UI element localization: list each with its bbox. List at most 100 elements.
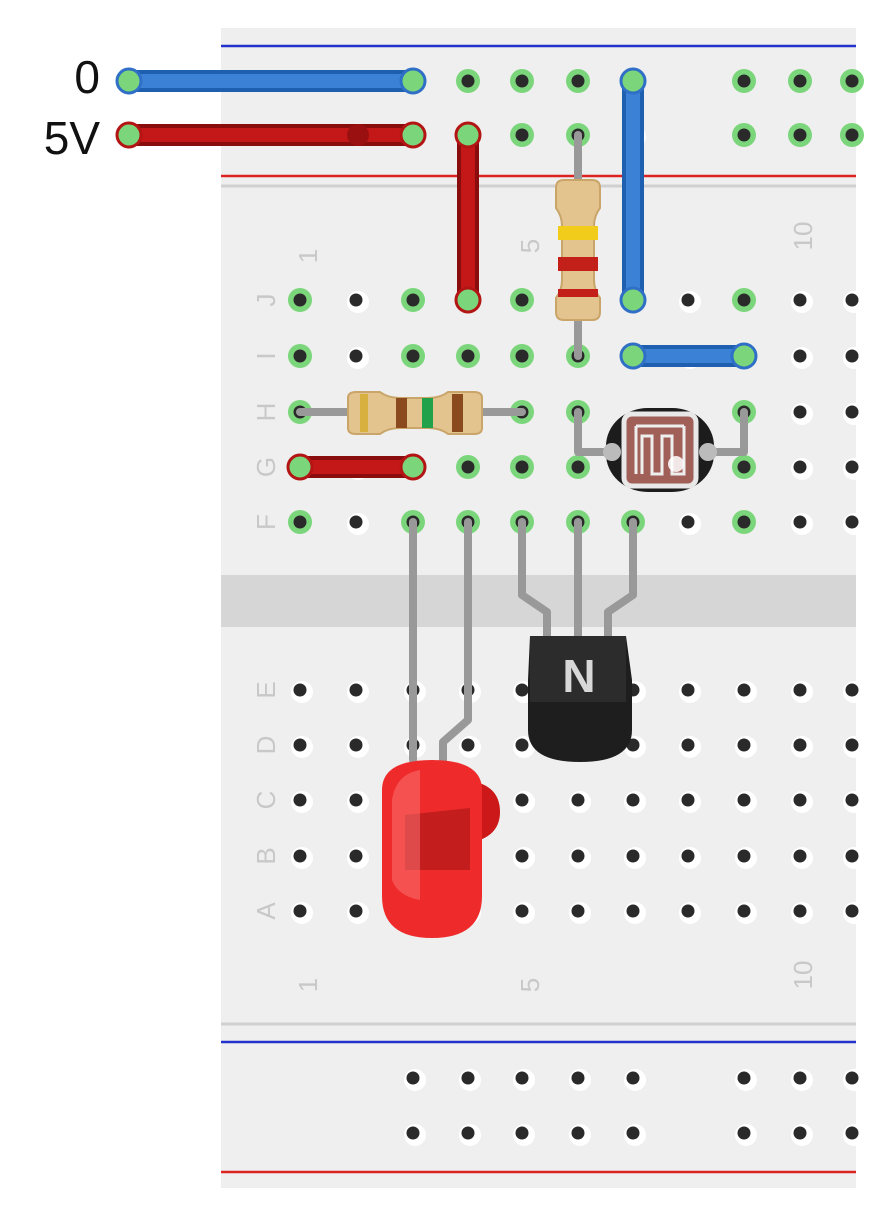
rail-hole [735,1124,757,1146]
resistor-1 [347,391,483,435]
breadboard-hole [347,791,369,813]
breadboard-hole [843,513,865,535]
breadboard-hole [347,513,369,535]
vcc-wire-end-left [115,121,143,149]
resistor-2-band-2 [558,257,598,271]
breadboard-hole [679,291,701,313]
breadboard-hole [513,736,535,758]
led-lead-2 [439,518,472,764]
breadboard-hole [513,791,535,813]
breadboard-hole [347,902,369,924]
photoresistor [603,408,717,492]
breadboard-hole [679,681,701,703]
breadboard-hole [843,681,865,703]
column-number-5-top: 5 [515,239,545,253]
breadboard-hole [735,902,757,924]
breadboard-hole [735,736,757,758]
breadboard-hole [401,344,425,368]
rail-hole [788,69,812,93]
ground-jumper-end-top [619,67,647,95]
breadboard-hole [566,455,590,479]
rail-hole [510,69,534,93]
breadboard-hole [291,791,313,813]
row-letter-g: G [251,457,281,477]
photoresistor-highlight [668,456,684,472]
breadboard-hole [291,847,313,869]
rail-hole [791,1124,813,1146]
rail-hole [459,1124,481,1146]
rail-hole [843,1069,865,1091]
transistor-top-face [530,636,626,702]
breadboard-hole [843,902,865,924]
breadboard-hole [459,736,481,758]
resistor-1-body [347,391,483,435]
rail-hole [510,123,534,147]
row-letter-i: I [251,352,281,359]
breadboard-hole [843,736,865,758]
rail-hole [843,1124,865,1146]
transistor-label: N [562,650,595,702]
breadboard-hole [288,288,312,312]
row-letter-a: A [251,902,281,920]
resistor-2 [555,179,601,321]
breadboard-hole [732,455,756,479]
resistor-2-band-3 [558,289,598,297]
row-letter-h: H [251,403,281,422]
breadboard-hole [791,847,813,869]
led-internal-anvil [405,808,470,870]
breadboard-hole [735,791,757,813]
breadboard-hole [791,791,813,813]
breadboard-hole [456,344,480,368]
breadboard-hole [679,902,701,924]
breadboard-hole [791,681,813,703]
breadboard-hole [401,288,425,312]
breadboard-hole [513,902,535,924]
row-letters: J I H G F E D C B A [251,294,281,920]
breadboard-hole [679,513,701,535]
rail-hole [459,1069,481,1091]
column-number-1-bottom: 1 [293,978,323,992]
breadboard-hole [291,736,313,758]
breadboard-hole [347,681,369,703]
breadboard-hole [624,902,646,924]
vcc-label: 5V [44,112,101,164]
breadboard-hole [456,455,480,479]
breadboard-hole [624,791,646,813]
ground-wire-end-right [399,67,427,95]
breadboard-hole [791,513,813,535]
breadboard-hole [791,902,813,924]
transistor-lead-right [604,518,637,644]
resistor-1-band-2 [396,398,407,428]
ground-row-i-end-left [619,342,647,370]
rail-hole [788,123,812,147]
resistor-1-band-4 [452,394,463,432]
breadboard-hole [843,347,865,369]
breadboard-hole [679,736,701,758]
rail-hole [732,69,756,93]
rail-hole [566,69,590,93]
breadboard-hole [843,791,865,813]
resistor-1-band-3 [422,398,433,428]
row-letter-j: J [251,294,281,307]
column-number-10-bottom: 10 [788,961,818,990]
rail-hole [732,123,756,147]
breadboard-hole [843,847,865,869]
npn-transistor: N [528,636,632,762]
ldr-lead-left [574,408,616,456]
rail-hole [624,1124,646,1146]
resistor-1-band-1 [360,394,368,432]
breadboard-hole [291,902,313,924]
rail-hole [404,1069,426,1091]
rail-hole [624,1069,646,1091]
vcc-row-g-end-left [286,453,314,481]
rail-hole [513,1069,535,1091]
photoresistor-track [634,424,686,476]
breadboard-hole [791,736,813,758]
breadboard-hole [791,291,813,313]
resistor-2-body [555,179,601,321]
breadboard-hole [569,847,591,869]
column-number-1-top: 1 [293,249,323,263]
rail-hole [456,69,480,93]
resistor-2-band-1 [558,226,598,240]
breadboard-hole [843,291,865,313]
